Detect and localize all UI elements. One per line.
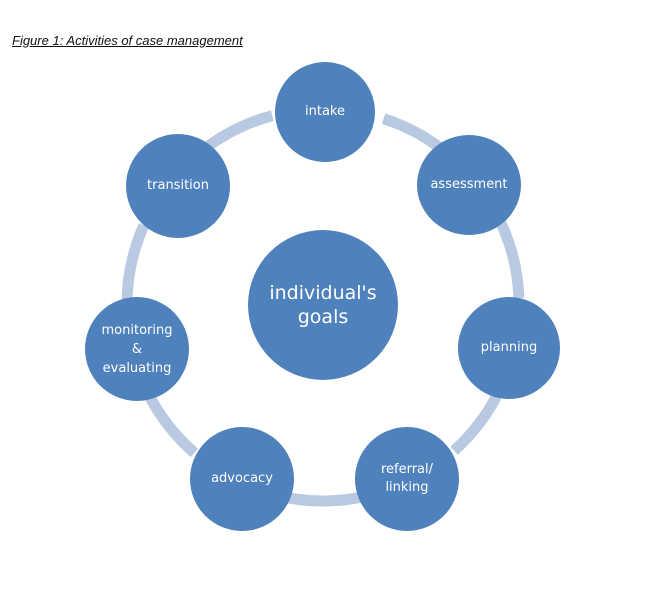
connector-segment-2 <box>495 219 525 299</box>
activity-node-transition: transition <box>126 134 230 238</box>
figure-caption: Figure 1: Activities of case management <box>12 33 243 48</box>
connector-segment-5 <box>145 394 199 458</box>
activity-node-planning: planning <box>458 297 560 399</box>
center-node-individuals-goals: individual's goals <box>248 230 398 380</box>
activity-node-monitoring-evaluating: monitoring & evaluating <box>85 297 189 401</box>
activity-node-advocacy: advocacy <box>190 427 294 531</box>
activity-node-intake: intake <box>275 62 375 162</box>
activity-node-assessment: assessment <box>417 135 521 235</box>
activity-node-referral-linking: referral/ linking <box>355 427 459 531</box>
connector-segment-3 <box>450 388 505 455</box>
